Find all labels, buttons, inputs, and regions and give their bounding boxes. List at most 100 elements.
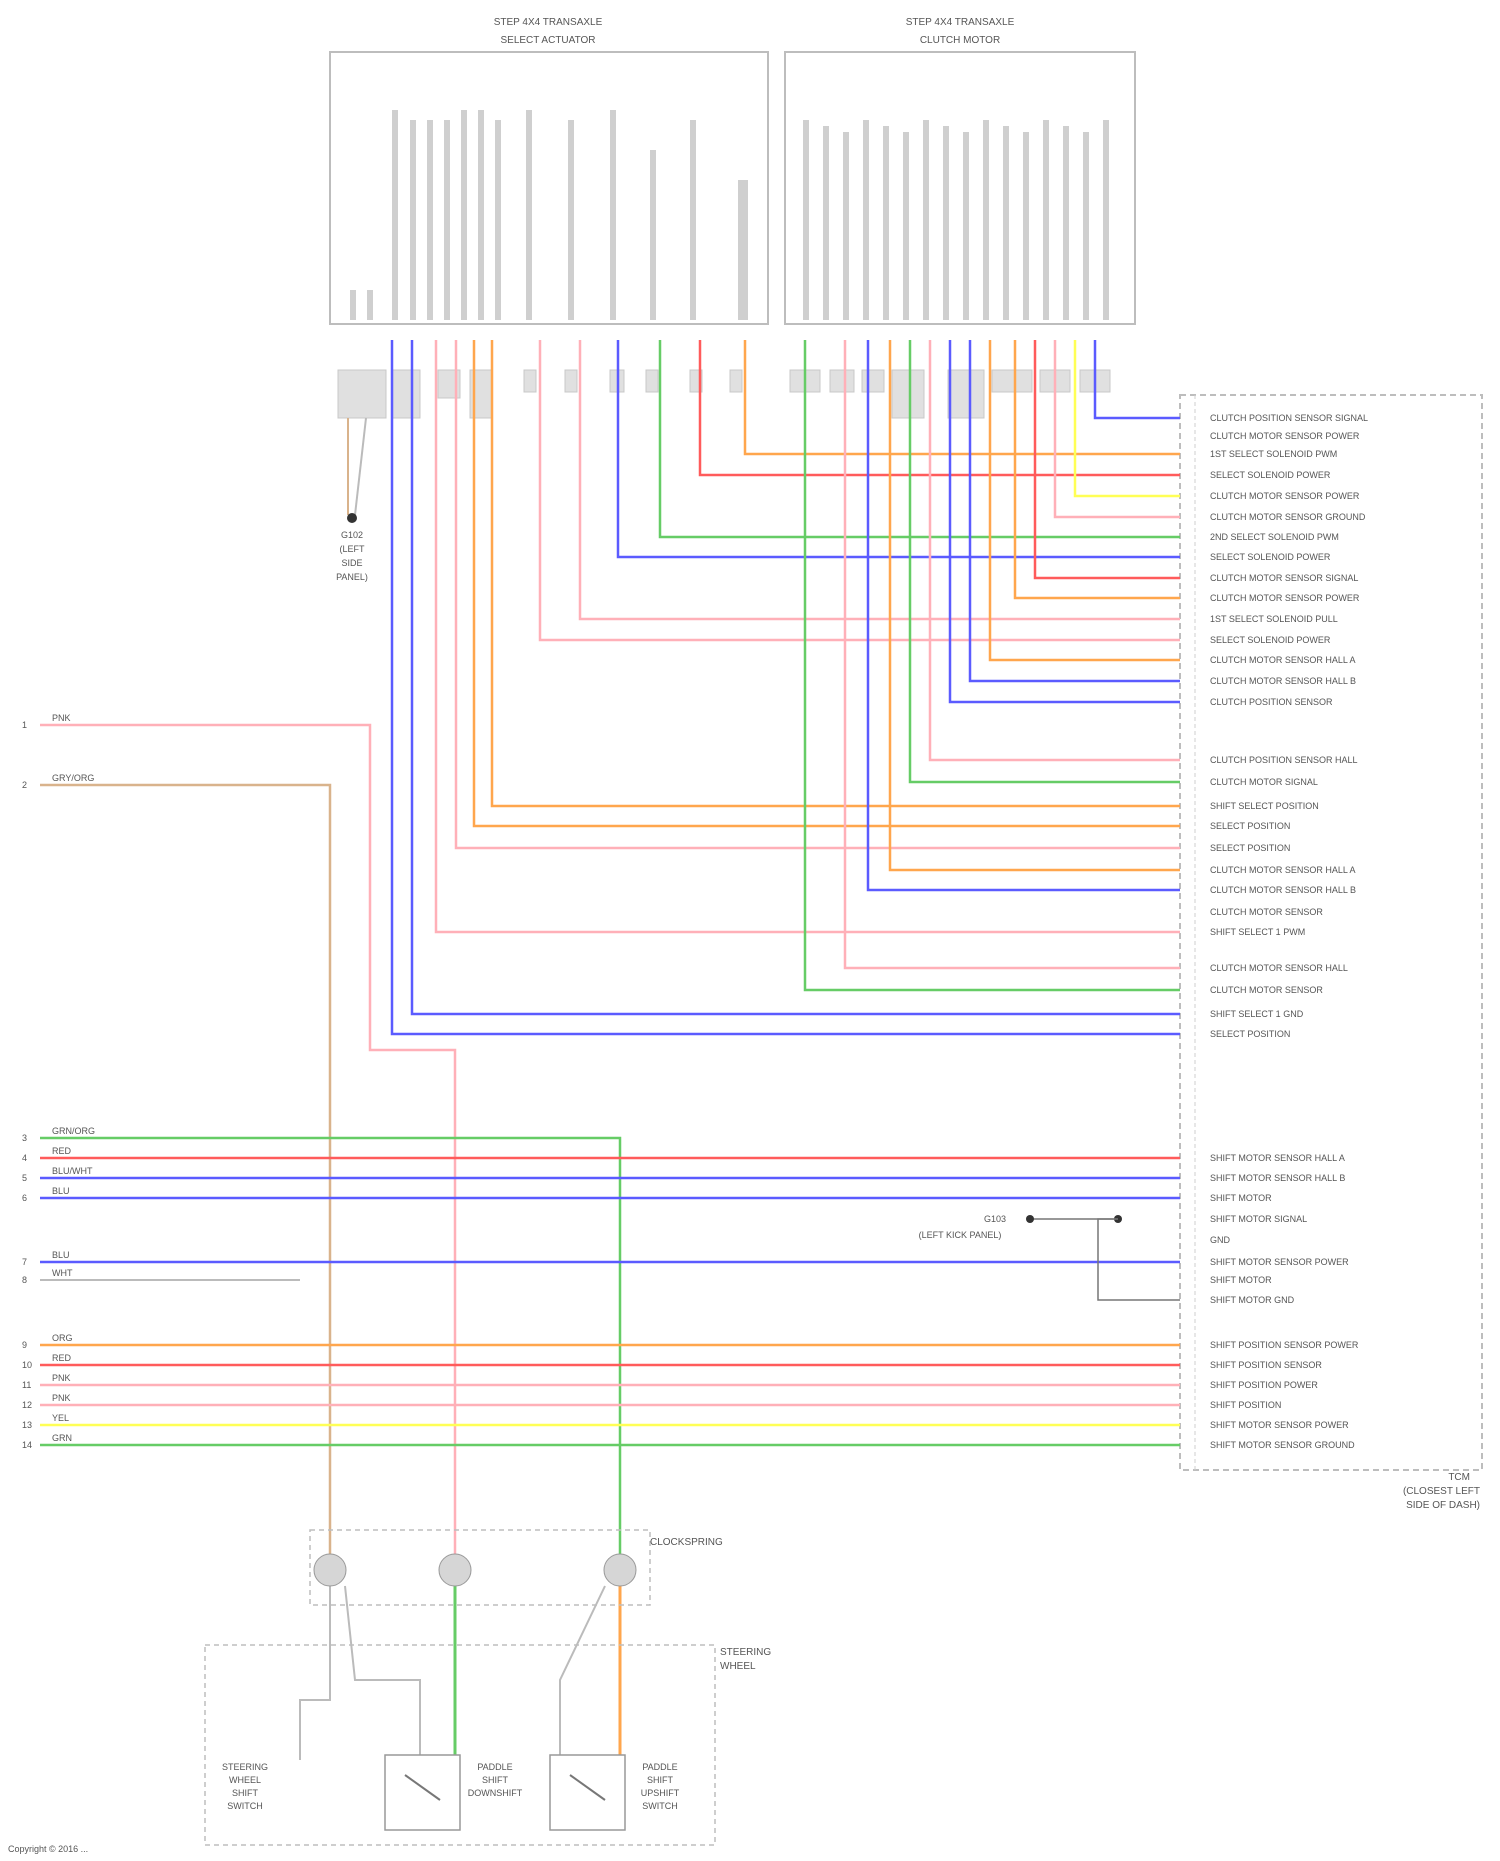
svg-text:SWITCH: SWITCH [642,1801,678,1811]
pin-text-block [823,126,829,320]
pin-text-block [883,126,889,320]
left-wire-color-label: BLU [52,1186,70,1196]
tcm-pin-label: CLUTCH MOTOR SENSOR POWER [1210,593,1360,603]
tcm-pin-label: CLUTCH POSITION SENSOR SIGNAL [1210,413,1368,423]
left-pin-number: 7 [22,1257,27,1267]
tcm-pin-label: SELECT POSITION [1210,1029,1290,1039]
svg-text:UPSHIFT: UPSHIFT [641,1788,680,1798]
tcm-pin-label: CLUTCH MOTOR SENSOR SIGNAL [1210,573,1358,583]
left-connector-labels: 1PNK2GRY/ORG3GRN/ORG4RED5BLU/WHT6BLU7BLU… [22,713,95,1450]
wire-18 [456,340,1180,848]
tcm-pin-label: CLUTCH MOTOR SENSOR HALL B [1210,676,1356,686]
pin-text-block [863,120,869,320]
select-actuator-title-2: SELECT ACTUATOR [500,35,595,46]
wire-22 [845,340,1180,968]
tcm-pin-label: SELECT POSITION [1210,843,1290,853]
pin-text-block [903,132,909,320]
tcm-pin-label: SELECT POSITION [1210,821,1290,831]
clockspring: CLOCKSPRING [310,1530,723,1605]
sw-wire-e [560,1586,605,1755]
ground-g102: G102 (LEFT SIDE PANEL) [336,418,368,582]
tcm-pin-label: SHIFT SELECT 1 PWM [1210,927,1305,937]
left-wire-color-label: GRN [52,1433,72,1443]
left-pin-number: 2 [22,780,27,790]
svg-text:WHEEL: WHEEL [229,1775,261,1785]
select-actuator-box: STEP 4X4 TRANSAXLE SELECT ACTUATOR [330,17,768,324]
left-pin-number: 5 [22,1173,27,1183]
wire-16 [492,340,1180,806]
svg-text:PADDLE: PADDLE [477,1762,512,1772]
tcm-pin-label: CLUTCH POSITION SENSOR [1210,697,1333,707]
left-wire-color-label: BLU [52,1250,70,1260]
clockspring-label: CLOCKSPRING [650,1537,723,1548]
pin-text-block [803,120,809,320]
tcm-pin-label: SHIFT MOTOR SENSOR GROUND [1210,1440,1355,1450]
tcm-pin-label: CLUTCH MOTOR SENSOR [1210,985,1323,995]
tcm-pin-label: SELECT SOLENOID POWER [1210,470,1331,480]
svg-text:SHIFT: SHIFT [647,1775,674,1785]
left-wire-color-label: YEL [52,1413,69,1423]
pin-text-block [1003,126,1009,320]
tcm-pin-label: CLUTCH MOTOR SENSOR POWER [1210,431,1360,441]
tcm-pin-label: CLUTCH MOTOR SIGNAL [1210,777,1318,787]
left-wire-color-label: PNK [52,1373,71,1383]
svg-text:SWITCH: SWITCH [227,1801,263,1811]
svg-text:STEERING: STEERING [222,1762,268,1772]
svg-text:SIDE: SIDE [341,558,362,568]
tcm-pin-label: CLUTCH MOTOR SENSOR HALL A [1210,865,1356,875]
svg-text:STEERING: STEERING [720,1647,771,1658]
left-pin-number: 8 [22,1275,27,1285]
tcm-pin-label: SHIFT POSITION POWER [1210,1380,1318,1390]
svg-text:PADDLE: PADDLE [642,1762,677,1772]
tcm-pin-label: SHIFT SELECT 1 GND [1210,1009,1304,1019]
left-pin-number: 12 [22,1400,32,1410]
tcm-pin-label: SELECT SOLENOID POWER [1210,552,1331,562]
left-wire-color-label: RED [52,1146,72,1156]
tcm-pin-label: SHIFT MOTOR SENSOR POWER [1210,1420,1349,1430]
svg-text:(LEFT KICK PANEL): (LEFT KICK PANEL) [919,1230,1002,1240]
pin-text-block [963,132,969,320]
connector-blocks [338,370,1110,418]
left-pin-number: 4 [22,1153,27,1163]
wire-25 [392,340,1180,1034]
left-pin-number: 1 [22,720,27,730]
tcm-pin-label: SHIFT SELECT POSITION [1210,801,1319,811]
pin-text-block [1083,132,1089,320]
left-pin-number: 14 [22,1440,32,1450]
tcm-pin-label: SHIFT MOTOR GND [1210,1295,1295,1305]
tcm-pin-label: SHIFT MOTOR SIGNAL [1210,1214,1307,1224]
clutch-motor-box: STEP 4X4 TRANSAXLE CLUTCH MOTOR [785,17,1135,324]
left-pin-number: 10 [22,1360,32,1370]
wire-21 [436,340,1180,932]
svg-text:SHIFT: SHIFT [482,1775,509,1785]
left-wire-color-label: PNK [52,1393,71,1403]
wire-23 [805,340,1180,990]
tcm-pin-label: SHIFT POSITION SENSOR [1210,1360,1322,1370]
tcm-pin-label: 1ST SELECT SOLENOID PULL [1210,614,1338,624]
pin-text-block [923,120,929,320]
tcm-pin-label: CLUTCH MOTOR SENSOR POWER [1210,491,1360,501]
left-pin-number: 13 [22,1420,32,1430]
left-pin-number: 11 [22,1380,31,1390]
steering-wheel-box: STEERING WHEEL STEERING WHEEL SHIFT SWIT… [205,1645,771,1845]
svg-text:G102: G102 [341,530,363,540]
pin-text-block [1103,120,1109,320]
left-wire-color-label: GRY/ORG [52,773,94,783]
tcm-pin-label: 2ND SELECT SOLENOID PWM [1210,532,1339,542]
left-wire-color-label: ORG [52,1333,73,1343]
pin-text-block [983,120,989,320]
pin-text-block [843,132,849,320]
tcm-pin-label: CLUTCH MOTOR SENSOR HALL A [1210,655,1356,665]
clutch-motor-title-2: CLUTCH MOTOR [920,35,1000,46]
tcm-pin-label: GND [1210,1235,1231,1245]
pin-text-block [1063,126,1069,320]
tcm-pin-labels: CLUTCH POSITION SENSOR SIGNAL CLUTCH MOTO… [1210,413,1368,1450]
pin-text-block [1043,120,1049,320]
wire-set [40,340,1180,1760]
tcm-title-2: (CLOSEST LEFT [1403,1486,1480,1497]
svg-text:WHEEL: WHEEL [720,1661,756,1672]
tcm-pin-label: SHIFT POSITION SENSOR POWER [1210,1340,1359,1350]
tcm-pin-label: SHIFT POSITION [1210,1400,1281,1410]
left-pin-number: 3 [22,1133,27,1143]
